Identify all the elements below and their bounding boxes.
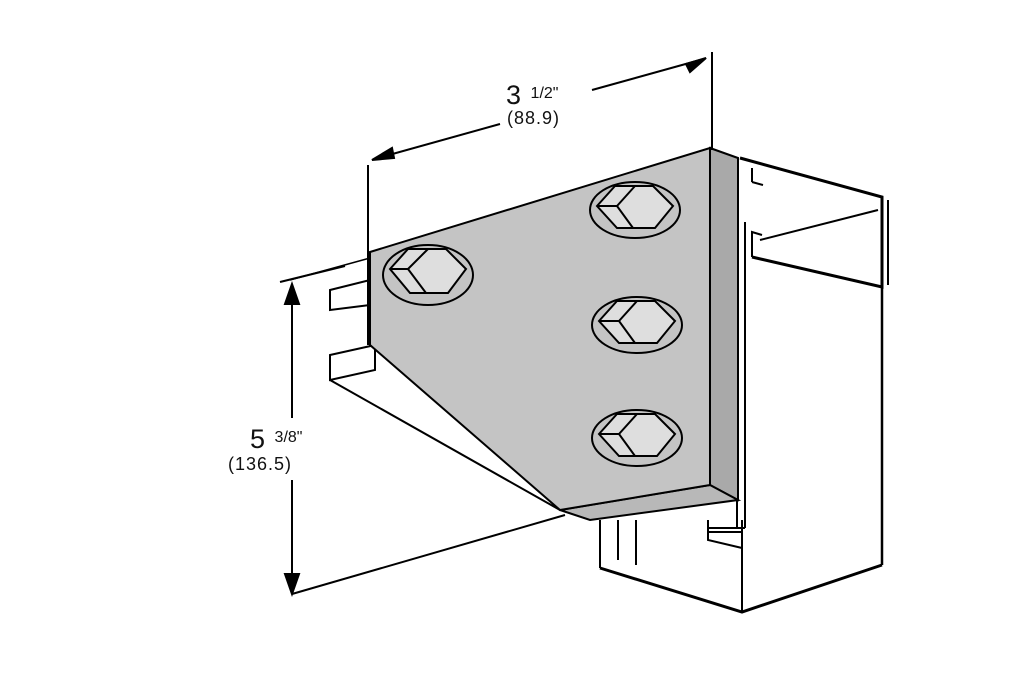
width-dimension-label: 3 1/2" xyxy=(506,82,558,109)
plate xyxy=(369,146,742,522)
height-metric-label: (136.5) xyxy=(228,454,293,474)
width-metric-label: (88.9) xyxy=(507,108,561,128)
bolt-hex-3 xyxy=(591,296,683,354)
bolts xyxy=(382,181,683,467)
channel-right xyxy=(599,156,889,614)
height-fraction: 3/8 xyxy=(274,429,297,446)
plate-side xyxy=(709,146,739,502)
height-unit: " xyxy=(296,429,303,446)
height-dimension-label: 5 3/8" xyxy=(250,426,302,453)
width-fraction: 1/2 xyxy=(530,85,553,102)
bolt-hex-2 xyxy=(589,181,681,239)
height-dimension-line xyxy=(279,265,566,598)
height-whole: 5 xyxy=(250,424,267,454)
width-unit: " xyxy=(552,85,559,102)
width-dimension-line xyxy=(367,52,713,345)
bolt-hex-4 xyxy=(591,409,683,467)
width-whole: 3 xyxy=(506,80,523,110)
bolt-hex-1 xyxy=(382,244,474,306)
